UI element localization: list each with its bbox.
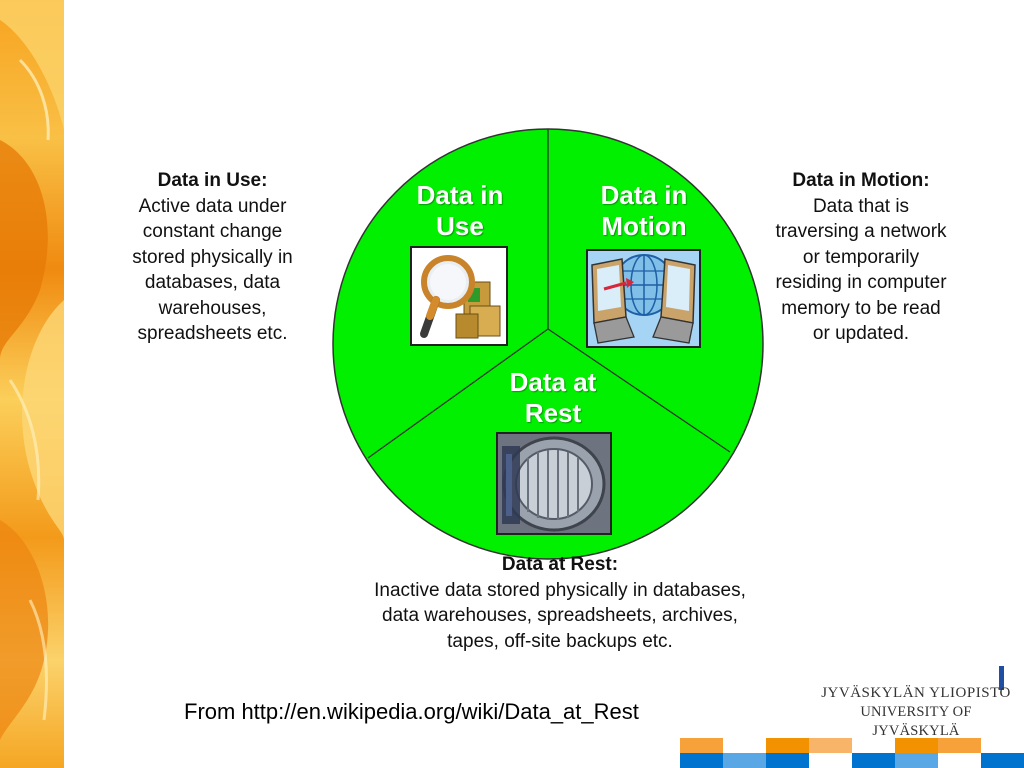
data-in-motion-description: Data in Motion: Data that is traversing … — [752, 168, 970, 347]
data-in-motion-text: Data that is traversing a network or tem… — [775, 195, 947, 345]
university-logo: JYVÄSKYLÄN YLIOPISTO UNIVERSITY OF JYVÄS… — [816, 684, 1016, 741]
divider-use-rest — [367, 328, 549, 459]
logo-mark — [999, 666, 1004, 690]
data-in-motion-heading: Data in Motion: — [792, 170, 930, 191]
segment-label-data-in-motion: Data in Motion — [600, 180, 688, 241]
segment-label-data-in-use: Data in Use — [416, 180, 504, 241]
data-at-rest-description: Data at Rest: Inactive data stored physi… — [330, 552, 790, 654]
source-citation: From http://en.wikipedia.org/wiki/Data_a… — [184, 699, 639, 724]
decorative-side-strip — [0, 0, 64, 768]
data-in-use-description: Data in Use: Active data under constant … — [110, 168, 315, 347]
data-at-rest-heading: Data at Rest: — [501, 554, 619, 575]
logo-line-english: UNIVERSITY OF JYVÄSKYLÄ — [860, 704, 972, 739]
magnifier-files-icon — [410, 246, 508, 346]
segment-label-data-at-rest: Data at Rest — [509, 367, 597, 428]
data-states-pie — [332, 128, 764, 560]
data-at-rest-text: Inactive data stored physically in datab… — [374, 579, 746, 652]
logo-line-finnish: JYVÄSKYLÄN YLIOPISTO — [821, 685, 1011, 701]
vault-door-icon — [496, 432, 612, 535]
divider-motion-rest — [547, 328, 731, 453]
decorative-color-bar — [680, 738, 1024, 768]
network-computers-icon — [586, 249, 701, 348]
data-in-use-heading: Data in Use: — [157, 170, 268, 191]
data-in-use-text: Active data under constant change stored… — [132, 195, 293, 345]
